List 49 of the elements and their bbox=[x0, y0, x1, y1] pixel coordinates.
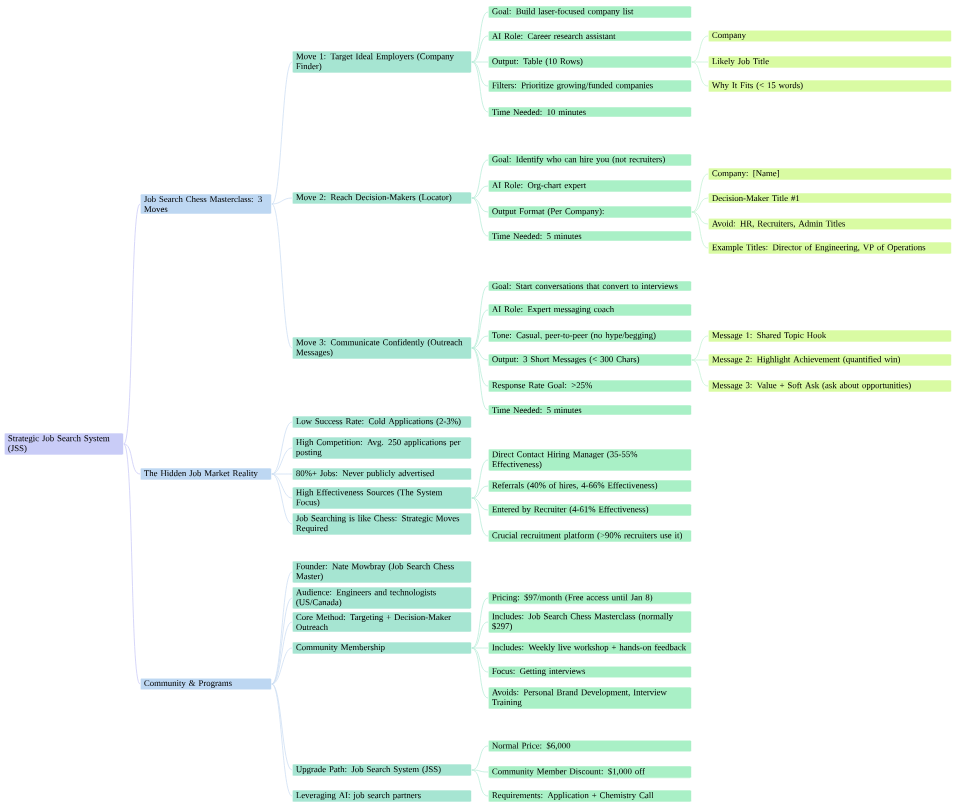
branch-line bbox=[471, 197, 489, 213]
branch-line bbox=[471, 621, 489, 649]
branch-line bbox=[471, 185, 489, 199]
branch-line bbox=[471, 647, 489, 673]
branch-line bbox=[271, 421, 293, 475]
branch-line bbox=[691, 197, 709, 213]
branch-line bbox=[271, 447, 293, 475]
branch-line bbox=[471, 61, 489, 87]
branch-line bbox=[471, 159, 489, 199]
branch-line bbox=[471, 309, 489, 349]
branch-line bbox=[471, 347, 489, 361]
branch-line bbox=[271, 597, 293, 685]
branch-line bbox=[471, 597, 489, 649]
branch-line bbox=[471, 11, 489, 63]
branch-line bbox=[471, 335, 489, 349]
branch-line bbox=[471, 197, 489, 237]
branch-line bbox=[471, 285, 489, 349]
branch-line bbox=[471, 497, 489, 537]
branch-line bbox=[471, 61, 489, 113]
branch-line bbox=[123, 443, 141, 475]
branch-line bbox=[691, 173, 709, 213]
branch-line bbox=[271, 473, 293, 525]
branch-line bbox=[471, 769, 489, 773]
branch-line bbox=[691, 35, 709, 63]
branch-line bbox=[691, 211, 709, 225]
branch-line bbox=[471, 459, 489, 499]
branch-line bbox=[471, 647, 489, 699]
branch-line bbox=[471, 347, 489, 411]
branch-line bbox=[691, 211, 709, 249]
branch-line bbox=[471, 745, 489, 771]
branch-line bbox=[271, 683, 293, 771]
branch-line bbox=[271, 571, 293, 685]
branch-line bbox=[271, 647, 293, 685]
branch-line bbox=[271, 203, 293, 349]
branch-line bbox=[471, 35, 489, 63]
branch-line bbox=[271, 683, 293, 797]
branch-line bbox=[691, 61, 709, 87]
branch-line bbox=[471, 769, 489, 797]
branch-line bbox=[123, 203, 141, 445]
branch-line bbox=[691, 335, 709, 361]
branch-line bbox=[123, 443, 141, 685]
branch-line bbox=[471, 485, 489, 499]
branch-line bbox=[271, 61, 293, 205]
branch-line bbox=[471, 497, 489, 511]
branch-line bbox=[271, 621, 293, 685]
branch-line bbox=[691, 359, 709, 387]
branch-line bbox=[471, 347, 489, 387]
branch-line bbox=[271, 473, 293, 499]
branch-line bbox=[271, 197, 293, 205]
